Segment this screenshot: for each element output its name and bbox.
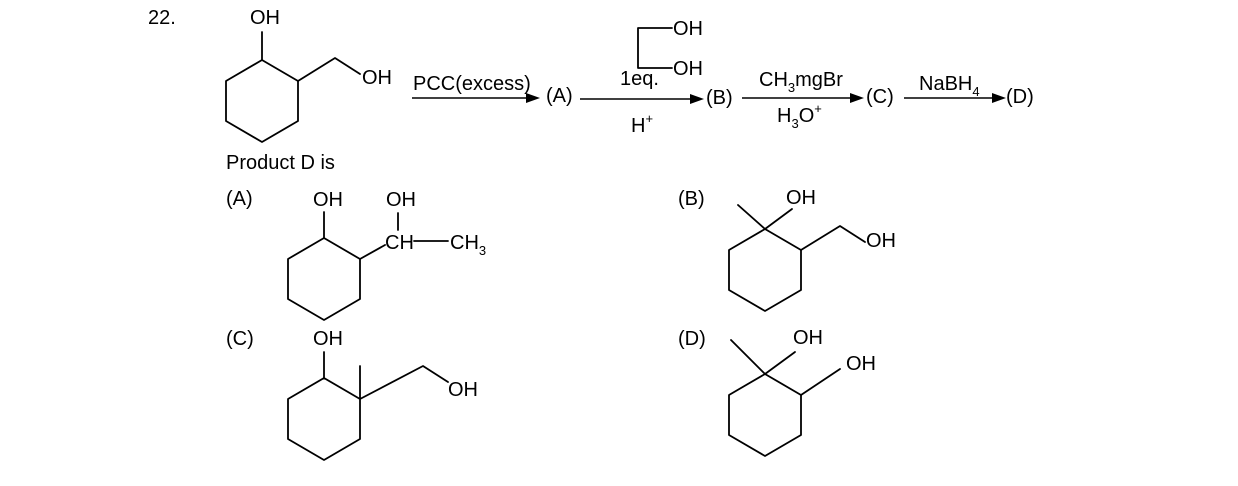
- ethylene-glycol: [637, 27, 673, 69]
- option-d-label[interactable]: (D): [678, 328, 706, 350]
- reagent-grignard: CH3mgBr: [759, 69, 843, 95]
- question-number: 22.: [148, 7, 176, 29]
- intermediate-c: (C): [866, 86, 894, 108]
- option-b-oh-ring: OH: [786, 187, 816, 209]
- glycol-skeleton: [637, 27, 673, 69]
- option-c[interactable]: (C) OH OH: [226, 328, 478, 461]
- option-d-oh2-bond: [800, 368, 841, 396]
- option-b-ch2oh-chain: [800, 225, 866, 251]
- option-b-ring: [728, 228, 802, 312]
- option-b-methyl: [737, 204, 766, 230]
- reagent-hydronium: H3O+: [777, 101, 822, 131]
- question-prompt: Product D is: [226, 152, 335, 174]
- arrow-4-head: [992, 93, 1006, 103]
- option-a-ch: CH: [385, 232, 414, 254]
- arrow-1-head: [526, 93, 540, 103]
- option-d-oh-1: OH: [793, 327, 823, 349]
- starting-ring: [225, 59, 299, 143]
- starting-ch2oh-chain: [297, 57, 361, 82]
- starting-material: OH OH: [225, 7, 392, 143]
- product-d-label: (D): [1006, 86, 1034, 108]
- option-a-ch3: CH3: [450, 232, 486, 258]
- option-d[interactable]: (D) OH OH: [678, 327, 876, 457]
- option-d-oh-2: OH: [846, 353, 876, 375]
- option-b[interactable]: (B) OH OH: [678, 187, 896, 312]
- starting-oh-chain: OH: [362, 67, 392, 89]
- option-a-oh-ring: OH: [313, 189, 343, 211]
- glycol-oh-top: OH: [673, 18, 703, 40]
- option-d-ring: [728, 373, 802, 457]
- option-a-oh-chain: OH: [386, 189, 416, 211]
- reagent-pcc: PCC(excess): [413, 73, 531, 95]
- option-b-oh-chain: OH: [866, 230, 896, 252]
- reagent-nabh4: NaBH4: [919, 73, 980, 99]
- option-a-label[interactable]: (A): [226, 188, 253, 210]
- intermediate-b: (B): [706, 87, 733, 109]
- intermediate-a: (A): [546, 85, 573, 107]
- option-a-chain-bond: [359, 244, 386, 260]
- starting-oh-top: OH: [250, 7, 280, 29]
- option-d-methyl: [730, 339, 766, 375]
- option-a-ring: [287, 237, 361, 321]
- option-d-oh1-bond: [764, 351, 796, 375]
- option-b-oh-bond: [764, 208, 793, 230]
- acid-catalyst: H+: [631, 111, 653, 137]
- option-c-oh-ring: OH: [313, 328, 343, 350]
- option-b-label[interactable]: (B): [678, 188, 705, 210]
- option-c-ch2oh-chain: [359, 365, 449, 400]
- arrow-3-head: [850, 93, 864, 103]
- arrow-2-head: [690, 94, 704, 104]
- option-c-label[interactable]: (C): [226, 328, 254, 350]
- option-c-oh-chain: OH: [448, 379, 478, 401]
- option-a[interactable]: (A) OH OH CH CH3: [226, 188, 486, 321]
- glycol-oh-bottom: OH: [673, 58, 703, 80]
- option-c-ring: [287, 377, 361, 461]
- glycol-equivalents: 1eq.: [620, 68, 659, 90]
